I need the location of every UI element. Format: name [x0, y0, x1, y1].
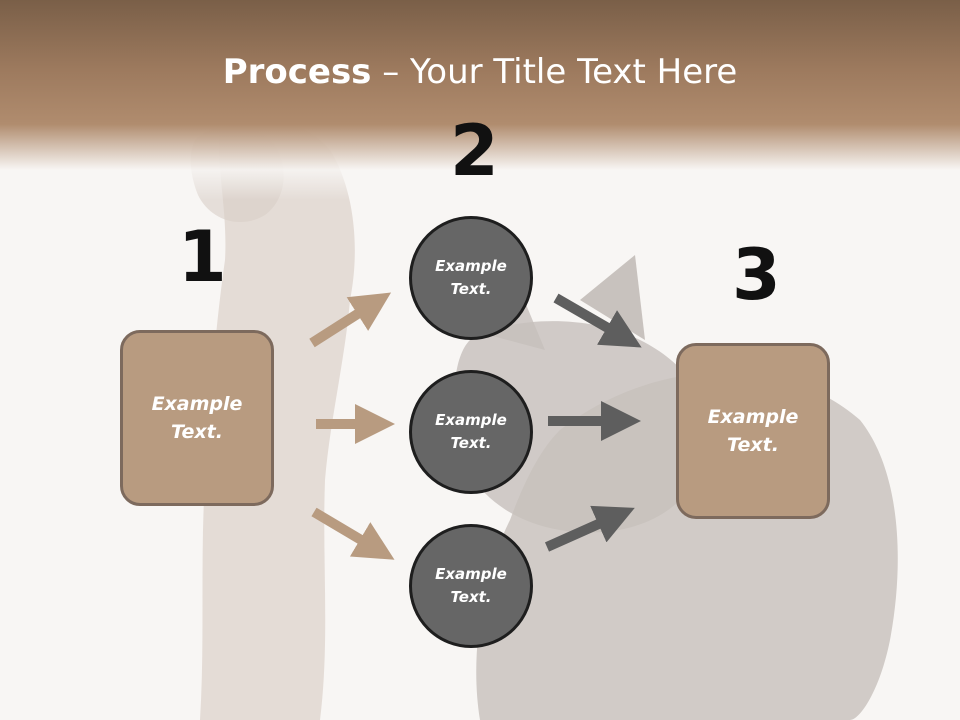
arrow-top-to-3	[553, 293, 642, 348]
circle-bottom[interactable]: Example Text.	[409, 524, 533, 648]
arrow-1-to-top	[309, 292, 392, 348]
step-box-1[interactable]: Example Text.	[120, 330, 274, 506]
circle-middle[interactable]: Example Text.	[409, 370, 533, 494]
circle-bottom-label: Example Text.	[435, 564, 507, 606]
step-number-2: 2	[450, 110, 499, 192]
circle-middle-label: Example Text.	[435, 410, 507, 452]
step-box-3-label: Example Text.	[707, 405, 799, 457]
step-number-3: 3	[732, 234, 781, 316]
header-band	[0, 0, 960, 200]
arrow-1-to-bottom	[311, 507, 395, 560]
title-rest: – Your Title Text Here	[371, 52, 738, 92]
arrow-bottom-to-3	[544, 505, 635, 552]
title-bold: Process	[222, 52, 372, 92]
circle-top[interactable]: Example Text.	[409, 216, 533, 340]
step-box-3[interactable]: Example Text.	[676, 343, 830, 519]
step-box-1-label: Example Text.	[151, 392, 243, 444]
step-number-1: 1	[178, 216, 227, 298]
slide-title[interactable]: Process – Your Title Text Here	[0, 52, 960, 92]
circle-top-label: Example Text.	[435, 256, 507, 298]
